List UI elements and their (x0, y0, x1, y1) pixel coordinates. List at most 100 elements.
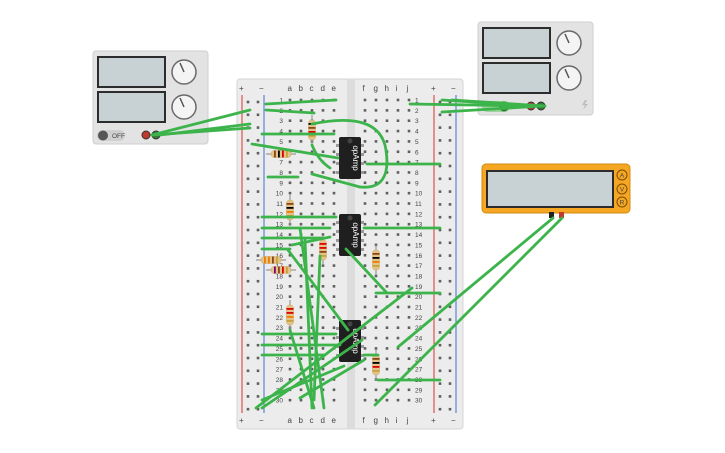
hole[interactable] (288, 295, 292, 298)
rail-hole[interactable] (246, 305, 250, 309)
resistor[interactable] (266, 266, 296, 274)
hole[interactable] (385, 181, 389, 185)
resistor[interactable] (286, 195, 294, 225)
hole[interactable] (374, 191, 378, 195)
hole[interactable] (321, 378, 325, 381)
hole[interactable] (310, 357, 314, 361)
hole[interactable] (321, 326, 325, 329)
hole[interactable] (374, 222, 378, 226)
hole[interactable] (407, 222, 411, 226)
rail-hole[interactable] (448, 241, 452, 245)
rail-hole[interactable] (438, 126, 442, 129)
hole[interactable] (321, 316, 325, 319)
hole[interactable] (363, 150, 367, 154)
rail-hole[interactable] (438, 305, 442, 309)
rail-hole[interactable] (438, 113, 442, 117)
rail-hole[interactable] (256, 254, 260, 257)
hole[interactable] (288, 243, 292, 247)
hole[interactable] (396, 295, 400, 298)
jumper-wire[interactable] (373, 216, 564, 407)
hole[interactable] (321, 191, 325, 195)
hole[interactable] (310, 109, 314, 112)
jumper-wire[interactable] (250, 142, 340, 160)
jumper-wire[interactable] (310, 119, 388, 152)
hole[interactable] (321, 181, 325, 185)
hole[interactable] (363, 233, 367, 236)
hole[interactable] (310, 233, 314, 236)
hole[interactable] (310, 191, 314, 195)
hole[interactable] (385, 388, 389, 392)
hole[interactable] (363, 119, 367, 122)
hole[interactable] (374, 109, 378, 112)
hole[interactable] (310, 150, 314, 154)
resistor[interactable] (372, 245, 380, 275)
power-supply-left[interactable]: OFF (92, 50, 209, 145)
mode-button-a[interactable]: A (616, 169, 628, 181)
rail-hole[interactable] (246, 279, 250, 283)
rail-hole[interactable] (448, 139, 452, 142)
jumper-wire[interactable] (260, 338, 364, 410)
hole[interactable] (407, 150, 411, 154)
hole[interactable] (363, 264, 367, 267)
hole[interactable] (299, 253, 303, 257)
hole[interactable] (396, 253, 400, 257)
hole[interactable] (332, 202, 336, 205)
hole[interactable] (407, 388, 411, 392)
hole[interactable] (374, 336, 378, 340)
hole[interactable] (385, 140, 389, 143)
hole[interactable] (385, 119, 389, 122)
rail-hole[interactable] (448, 151, 452, 155)
hole[interactable] (310, 243, 314, 247)
hole[interactable] (407, 202, 411, 205)
hole[interactable] (396, 367, 400, 371)
hole[interactable] (385, 212, 389, 216)
hole[interactable] (374, 119, 378, 122)
hole[interactable] (363, 171, 367, 174)
mode-button-v[interactable]: V (616, 183, 628, 195)
hole[interactable] (299, 222, 303, 226)
hole[interactable] (396, 388, 400, 392)
rail-hole[interactable] (448, 190, 452, 193)
hole[interactable] (299, 336, 303, 340)
hole[interactable] (407, 264, 411, 267)
hole[interactable] (407, 295, 411, 298)
hole[interactable] (310, 285, 314, 288)
hole[interactable] (321, 129, 325, 133)
hole[interactable] (321, 212, 325, 216)
hole[interactable] (363, 326, 367, 329)
hole[interactable] (396, 160, 400, 164)
rail-hole[interactable] (438, 343, 442, 347)
hole[interactable] (396, 171, 400, 174)
hole[interactable] (385, 233, 389, 236)
rail-hole[interactable] (256, 139, 260, 142)
hole[interactable] (396, 222, 400, 226)
hole[interactable] (332, 191, 336, 195)
rail-hole[interactable] (448, 395, 452, 398)
hole[interactable] (385, 129, 389, 133)
hole[interactable] (396, 233, 400, 236)
hole[interactable] (299, 326, 303, 329)
hole[interactable] (407, 326, 411, 329)
hole[interactable] (407, 305, 411, 309)
hole[interactable] (363, 347, 367, 350)
rail-hole[interactable] (246, 395, 250, 398)
jumper-wire[interactable] (298, 358, 366, 400)
hole[interactable] (332, 285, 336, 288)
hole[interactable] (299, 160, 303, 164)
hole[interactable] (363, 367, 367, 371)
rail-hole[interactable] (448, 343, 452, 347)
hole[interactable] (396, 150, 400, 154)
rail-hole[interactable] (438, 382, 442, 385)
resistor[interactable] (372, 350, 380, 380)
hole[interactable] (407, 191, 411, 195)
rail-hole[interactable] (256, 395, 260, 398)
hole[interactable] (385, 98, 389, 102)
hole[interactable] (310, 253, 314, 257)
rail-hole[interactable] (246, 139, 250, 142)
hole[interactable] (321, 109, 325, 112)
probe-socket-black[interactable] (549, 212, 554, 218)
rail-hole[interactable] (246, 382, 250, 385)
hole[interactable] (299, 129, 303, 133)
hole[interactable] (396, 274, 400, 278)
hole[interactable] (363, 129, 367, 133)
